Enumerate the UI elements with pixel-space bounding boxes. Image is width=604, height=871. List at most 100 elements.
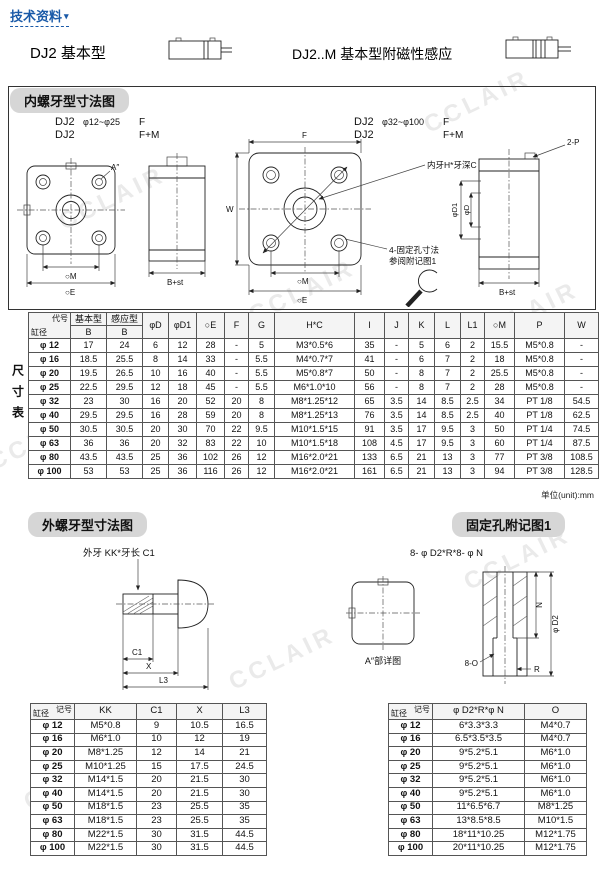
table-cell: 25.5: [176, 814, 223, 829]
table-cell: 9*5.2*5.1: [432, 773, 525, 788]
breadcrumb-label[interactable]: 技术资料: [10, 9, 63, 24]
table-cell: M6*1.0: [524, 773, 587, 788]
table-cell: M5*0.8: [514, 380, 565, 395]
column-header: 基本型: [70, 312, 107, 326]
table-cell: 43.5: [106, 450, 143, 465]
table-cell: M16*2.0*21: [274, 450, 355, 465]
table-cell: 5: [248, 338, 275, 353]
model-range-large: DJ2 φ32~φ100 F DJ2 F+M: [354, 116, 463, 141]
table-cell: 30: [222, 773, 267, 788]
svg-text:○E: ○E: [297, 296, 307, 305]
table-cell: 13: [434, 464, 461, 479]
column-header: P: [514, 312, 565, 339]
svg-text:F: F: [302, 131, 307, 140]
table-cell: M18*1.5: [74, 800, 137, 816]
bore-label: φ 50: [388, 800, 433, 816]
table-cell: 22.5: [70, 380, 107, 395]
table-cell: 28: [196, 338, 225, 353]
table-cell: 41: [354, 352, 385, 367]
table-cell: 53: [70, 464, 107, 479]
table-cell: 21: [222, 746, 267, 761]
table-cell: 5.5: [248, 380, 275, 395]
table-cell: 20: [136, 786, 177, 802]
table-cell: M5*0.8: [514, 352, 565, 367]
table-cell: 77: [484, 450, 515, 465]
table-cell: 7: [434, 366, 461, 381]
breadcrumb[interactable]: 技术资料▾: [10, 6, 69, 27]
table-cell: M22*1.5: [74, 841, 137, 856]
table-cell: PT 1/8: [514, 408, 565, 423]
table-cell: 34: [484, 394, 515, 409]
bore-label: φ 50: [30, 800, 75, 816]
table-cell: 20: [224, 408, 249, 423]
table-cell: 21: [408, 450, 435, 465]
column-header: K: [408, 312, 435, 339]
svg-text:内牙H*牙深C: 内牙H*牙深C: [427, 160, 477, 170]
bore-label: φ 40: [388, 786, 433, 802]
table-cell: 76: [354, 408, 385, 423]
table-cell: 5: [408, 338, 435, 353]
svg-text:○E: ○E: [65, 288, 75, 297]
corner-header-bottom: 缸径: [33, 708, 49, 718]
table-cell: 23: [136, 800, 177, 816]
svg-text:8- φ D2*R*8- φ N: 8- φ D2*R*8- φ N: [410, 548, 483, 559]
table-cell: 44.5: [222, 841, 267, 856]
table-cell: 52: [196, 394, 225, 409]
table-cell: 17: [408, 422, 435, 437]
table-cell: 161: [354, 464, 385, 479]
table-cell: 36: [168, 464, 197, 479]
table-cell: 15: [136, 759, 177, 775]
table-cell: 9.5: [248, 422, 275, 437]
svg-text:R: R: [534, 665, 540, 674]
table-cell: 9*5.2*5.1: [432, 759, 525, 775]
table-cell: -: [564, 366, 599, 381]
table-cell: M6*1.0: [524, 759, 587, 775]
table-cell: 3.5: [384, 408, 409, 423]
svg-text:B+st: B+st: [167, 278, 184, 287]
table-cell: -: [384, 338, 409, 353]
column-header: φD1: [168, 312, 197, 339]
table-cell: -: [384, 352, 409, 367]
wrench-icon: [405, 269, 438, 307]
bore-label: φ 100: [28, 464, 71, 479]
svg-text:φ D2: φ D2: [551, 615, 560, 633]
bore-label: φ 32: [388, 773, 433, 788]
table-cell: 4.5: [384, 436, 409, 451]
table-cell: 35: [222, 814, 267, 829]
column-header: ○E: [196, 312, 225, 339]
table-cell: -: [384, 380, 409, 395]
bore-label: φ 40: [28, 408, 71, 423]
corner-header-bottom: 缸径: [31, 327, 47, 337]
corner-header: 记号缸径: [30, 703, 75, 720]
table-cell: 28: [168, 408, 197, 423]
table-cell: 8: [142, 352, 169, 367]
svg-text:○M: ○M: [297, 277, 309, 286]
table-cell: PT 3/8: [514, 464, 565, 479]
table-cell: 16: [142, 408, 169, 423]
svg-text:参阅附记图1: 参阅附记图1: [389, 256, 437, 266]
svg-text:8-O: 8-O: [465, 659, 478, 668]
table-cell: 2: [460, 338, 485, 353]
svg-text:DJ2: DJ2: [354, 116, 374, 128]
table-cell: 5.5: [248, 352, 275, 367]
table-cell: 26: [224, 450, 249, 465]
column-header: ○M: [484, 312, 515, 339]
table-cell: 7: [434, 380, 461, 395]
table-cell: M14*1.5: [74, 773, 137, 788]
size-table-side-label: 尺寸表: [10, 364, 25, 427]
table-cell: 36: [106, 436, 143, 451]
table-cell: M12*1.75: [524, 841, 587, 856]
column-header: F: [224, 312, 249, 339]
table-cell: 25.5: [484, 366, 515, 381]
table-cell: 12: [248, 450, 275, 465]
